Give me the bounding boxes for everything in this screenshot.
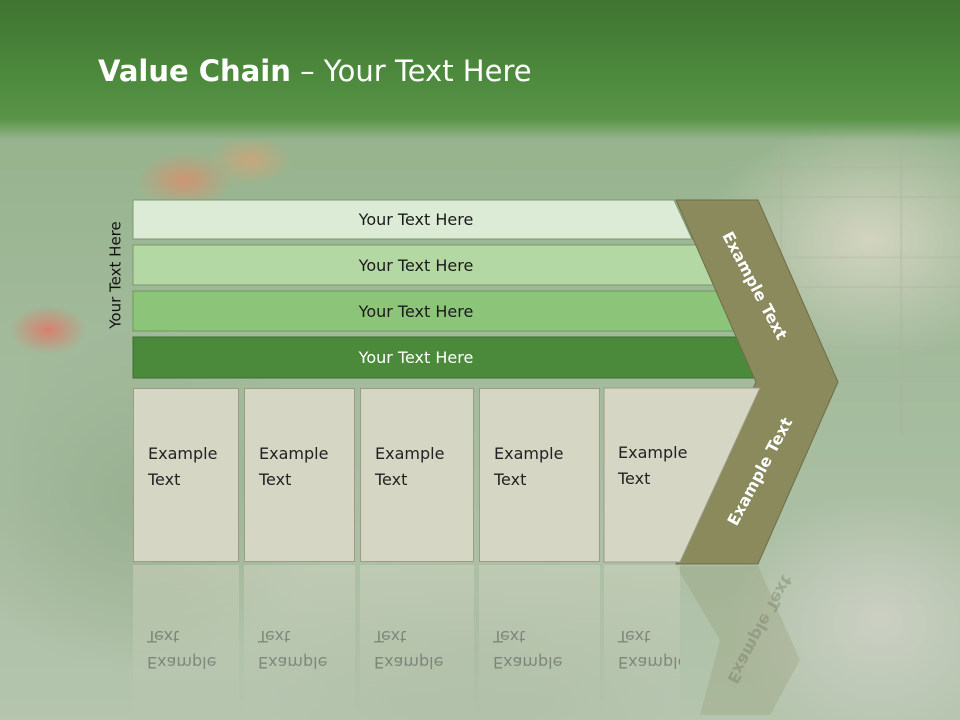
title-bold: Value Chain [98,54,291,88]
box-reflection-1: Example Text [133,565,239,715]
slide-title: Value Chain – Your Text Here [98,54,532,88]
box-reflection-3: Example Text [360,565,474,715]
box-reflection-2-text: Example Text [258,627,328,672]
activity-box-5-text: Example Text [618,443,688,488]
activity-box-5-shape [603,387,761,563]
activity-box-4-text: Example Text [494,444,564,489]
box-reflection-3-text: Example Text [374,627,444,672]
activity-box-3: Example Text [360,388,474,562]
title-rest: – Your Text Here [290,54,532,88]
row-band-3 [132,290,741,332]
box-reflection-5: Example Text [604,565,680,715]
vertical-axis-label: Your Text Here [100,200,132,350]
row-band-4 [132,336,765,379]
activity-box-3-text: Example Text [375,444,445,489]
activity-box-2: Example Text [244,388,355,562]
activity-box-5: Example Text [604,388,688,562]
box-reflection-4-text: Example Text [493,627,563,672]
activity-box-1: Example Text [133,388,239,562]
chevron-reflection [676,566,800,715]
activity-box-2-text: Example Text [259,444,329,489]
activity-box-4: Example Text [479,388,600,562]
box-reflection-1-text: Example Text [147,627,217,672]
row-band-2 [132,244,717,286]
box-reflection-5-text: Example Text [618,627,680,672]
box-reflection-2: Example Text [244,565,355,715]
title-band: Value Chain – Your Text Here [0,0,960,140]
box-reflection-4: Example Text [479,565,600,715]
row-band-1 [132,199,693,240]
vertical-label-text: Your Text Here [107,221,125,329]
activity-box-1-text: Example Text [148,444,218,489]
